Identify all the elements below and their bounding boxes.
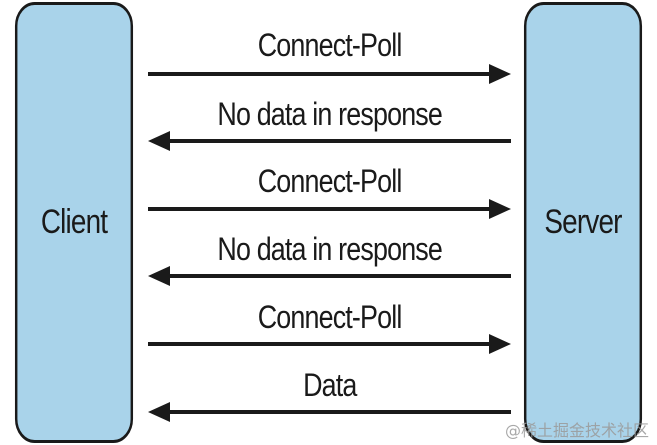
message-arrow-6 — [148, 402, 511, 422]
client-label: Client — [40, 203, 108, 241]
message-label-5: Connect-Poll — [258, 299, 403, 335]
message-label-6: Data — [303, 367, 357, 403]
server-label: Server — [544, 203, 622, 241]
message-arrow-1 — [148, 64, 511, 84]
client-node: Client — [14, 2, 134, 443]
message-label-2: No data in response — [217, 96, 443, 132]
message-arrow-3 — [148, 199, 511, 219]
message-label-3: Connect-Poll — [258, 163, 403, 199]
message-label-1: Connect-Poll — [258, 27, 403, 63]
watermark-text: @稀土掘金技术社区 — [504, 421, 649, 440]
message-label-4: No data in response — [217, 231, 443, 267]
server-node: Server — [523, 2, 643, 443]
message-arrow-4 — [148, 266, 511, 286]
message-arrow-2 — [148, 131, 511, 151]
message-arrow-5 — [148, 334, 511, 354]
